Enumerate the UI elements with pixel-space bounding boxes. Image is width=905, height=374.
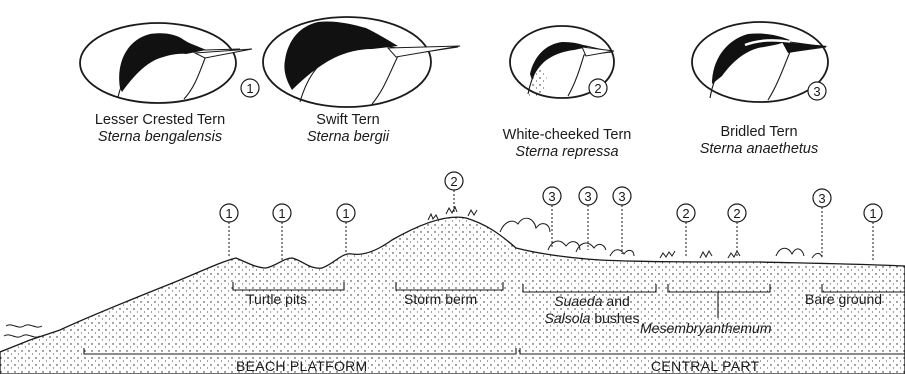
lesser-crested-tern-head — [80, 23, 252, 103]
svg-text:1: 1 — [869, 206, 876, 221]
nest-marker-2a: 2 — [445, 172, 463, 190]
head-marker-1: 1 — [241, 79, 259, 97]
svg-text:2: 2 — [733, 206, 740, 221]
nest-marker-2b: 2 — [677, 204, 695, 222]
nest-marker-3b: 3 — [579, 187, 597, 205]
svg-text:2: 2 — [450, 174, 457, 189]
scientific-name: Sterna anaethetus — [684, 141, 834, 158]
svg-text:1: 1 — [342, 206, 349, 221]
zone-bare-ground: Bare ground — [805, 291, 882, 307]
nest-marker-1c: 1 — [337, 204, 355, 222]
zone-turtle-pits: Turtle pits — [246, 291, 307, 307]
section-beach-platform: BEACH PLATFORM — [236, 358, 368, 374]
common-name: Bridled Tern — [684, 124, 834, 141]
svg-text:2: 2 — [594, 81, 601, 96]
caption-bridled-tern: Bridled Tern Sterna anaethetus — [684, 124, 834, 158]
water-waves — [4, 325, 42, 337]
nest-marker-2c: 2 — [728, 204, 746, 222]
swift-tern-head — [263, 17, 460, 107]
nest-marker-1b: 1 — [273, 204, 291, 222]
common-name: Lesser Crested Tern — [80, 112, 240, 129]
svg-text:1: 1 — [246, 81, 253, 96]
caption-lesser-crested-tern: Lesser Crested Tern Sterna bengalensis — [80, 112, 240, 146]
nest-markers: 1 1 1 2 3 3 3 2 2 3 1 — [220, 172, 882, 222]
zone-storm-berm: Storm berm — [404, 291, 477, 307]
nest-marker-3d: 3 — [813, 189, 831, 207]
svg-text:3: 3 — [548, 189, 555, 204]
svg-text:3: 3 — [584, 189, 591, 204]
nest-marker-3a: 3 — [543, 187, 561, 205]
scientific-name: Sterna repressa — [487, 144, 647, 161]
svg-text:3: 3 — [813, 84, 820, 99]
nest-marker-3c: 3 — [613, 187, 631, 205]
scientific-name: Sterna bergii — [278, 129, 418, 146]
nest-marker-1d: 1 — [864, 204, 882, 222]
svg-text:2: 2 — [682, 206, 689, 221]
head-marker-2: 2 — [589, 79, 607, 97]
svg-text:1: 1 — [278, 206, 285, 221]
section-central-part: CENTRAL PART — [651, 358, 759, 374]
common-name: White-cheeked Tern — [487, 127, 647, 144]
nest-marker-1a: 1 — [220, 204, 238, 222]
scientific-name: Sterna bengalensis — [80, 129, 240, 146]
caption-white-cheeked-tern: White-cheeked Tern Sterna repressa — [487, 127, 647, 161]
zone-mesembryanthemum: Mesembryanthemum — [640, 320, 772, 336]
caption-swift-tern: Swift Tern Sterna bergii — [278, 112, 418, 146]
head-marker-3: 3 — [808, 82, 826, 100]
common-name: Swift Tern — [278, 112, 418, 129]
svg-text:3: 3 — [818, 191, 825, 206]
svg-text:3: 3 — [618, 189, 625, 204]
svg-text:1: 1 — [225, 206, 232, 221]
